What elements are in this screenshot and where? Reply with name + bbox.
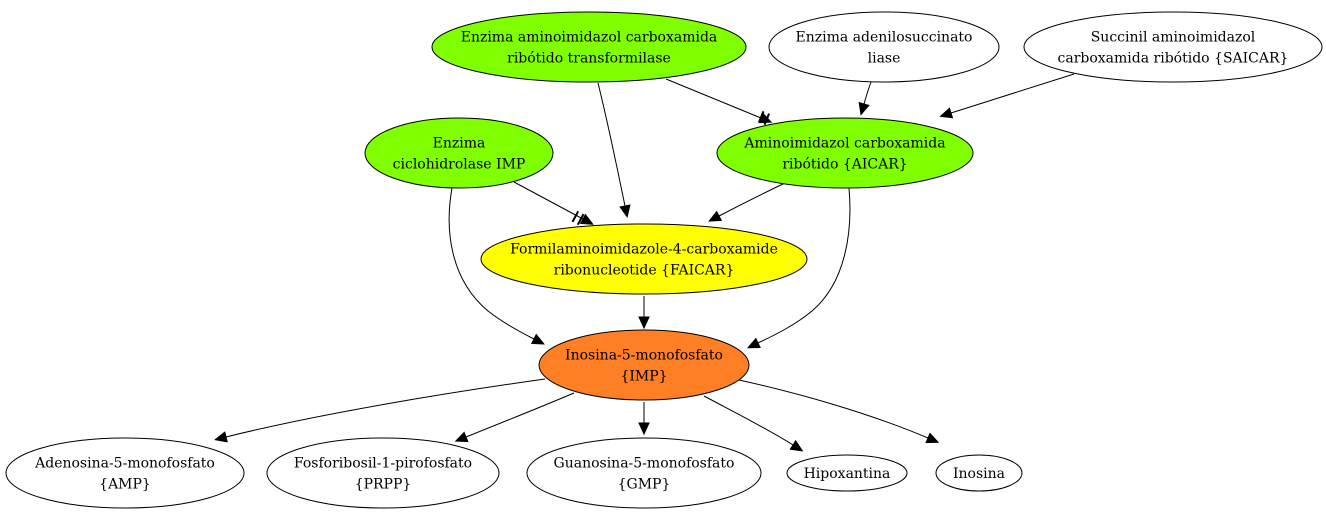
node-prpp: Fosforibosil-1-pirofosfato {PRPP} xyxy=(266,437,500,509)
edge-line xyxy=(863,81,872,105)
node-label: ribonucleotide {FAICAR} xyxy=(554,263,735,279)
node-shape xyxy=(266,437,500,509)
nodes-layer: Enzima aminoimidazol carboxamida ribótido… xyxy=(5,11,1323,509)
edge-imp-to-prpp xyxy=(454,392,575,443)
node-label: ciclohidrolase IMP xyxy=(393,157,526,173)
node-shape xyxy=(431,11,747,83)
node-label: Formilaminoimidazole-4-carboxamide xyxy=(510,242,778,258)
arrowhead xyxy=(858,101,870,116)
node-label: ribótido {AICAR} xyxy=(782,157,907,173)
arrowhead xyxy=(746,337,761,349)
arrowhead xyxy=(789,439,804,452)
node-label: Inosina-5-monofosfato xyxy=(565,348,723,364)
node-gmp: Guanosina-5-monofosfato {GMP} xyxy=(526,437,762,509)
edge-ciclohidrolase-to-faicar xyxy=(513,181,594,226)
arrowhead xyxy=(638,316,650,330)
edge-line xyxy=(738,379,929,439)
node-shape xyxy=(364,117,554,189)
edge-line xyxy=(703,395,794,446)
arrowhead xyxy=(579,213,594,225)
inhibition-mark xyxy=(758,110,765,123)
node-label: {AMP} xyxy=(99,477,151,493)
node-label: {GMP} xyxy=(618,477,671,493)
node-transformilase: Enzima aminoimidazol carboxamida ribótido… xyxy=(431,11,747,83)
node-inosina: Inosina xyxy=(935,454,1023,492)
edge-line xyxy=(597,82,626,207)
node-shape xyxy=(768,11,1000,83)
node-label: Enzima xyxy=(433,136,486,152)
inhibition-mark xyxy=(576,213,585,226)
arrowhead xyxy=(619,204,631,218)
edge-transformilase-to-aicar xyxy=(665,78,773,126)
arrowhead xyxy=(454,431,469,443)
arrowhead xyxy=(708,210,723,222)
edge-line xyxy=(513,181,584,220)
edges-layer xyxy=(214,73,1075,452)
node-shape xyxy=(935,454,1023,492)
node-label: Succinil aminoimidazol xyxy=(1091,30,1256,46)
node-amp: Adenosina-5-monofosfato {AMP} xyxy=(5,437,245,509)
arrowhead xyxy=(638,422,650,436)
inhibition-mark xyxy=(763,113,770,126)
edge-line xyxy=(665,78,762,119)
node-label: Adenosina-5-monofosfato xyxy=(34,456,215,472)
node-shape xyxy=(538,329,750,401)
arrowhead xyxy=(530,333,545,345)
node-hipoxantina: Hipoxantina xyxy=(786,454,908,492)
node-saicar: Succinil aminoimidazol carboxamida ribóti… xyxy=(1023,11,1323,83)
node-label: Inosina xyxy=(953,466,1005,482)
edge-faicar-to-imp xyxy=(638,296,650,330)
edge-line xyxy=(465,392,575,438)
node-label: Aminoimidazol carboxamida xyxy=(743,136,945,152)
edge-imp-to-hipoxantina xyxy=(703,395,804,452)
node-label: liase xyxy=(868,51,901,67)
node-shape xyxy=(526,437,762,509)
node-shape xyxy=(1023,11,1323,83)
node-ciclohidrolase: Enzima ciclohidrolase IMP xyxy=(364,117,554,189)
edge-adenilosuccinato-to-aicar xyxy=(858,81,872,116)
edge-line xyxy=(448,187,535,340)
node-label: ribótido transformilase xyxy=(507,51,671,67)
node-label: Enzima aminoimidazol carboxamida xyxy=(461,30,718,46)
edge-transformilase-to-faicar xyxy=(597,82,631,218)
node-shape xyxy=(5,437,245,509)
edge-imp-to-amp xyxy=(214,378,546,443)
node-label: Hipoxantina xyxy=(804,466,891,482)
edge-aicar-to-faicar xyxy=(708,182,786,222)
node-aicar: Aminoimidazol carboxamida ribótido {AICAR… xyxy=(716,117,974,189)
edge-line xyxy=(757,187,851,344)
node-imp: Inosina-5-monofosfato {IMP} xyxy=(538,329,750,401)
node-shape xyxy=(716,117,974,189)
edge-line xyxy=(950,73,1075,114)
node-faicar: Formilaminoimidazole-4-carboxamide ribonu… xyxy=(480,223,808,295)
node-shape xyxy=(480,223,808,295)
edge-ciclohidrolase-to-imp xyxy=(448,187,545,345)
arrowhead xyxy=(939,107,954,119)
node-label: Fosforibosil-1-pirofosfato xyxy=(294,456,472,472)
edge-aicar-to-imp xyxy=(746,187,851,349)
arrowhead xyxy=(925,432,940,444)
edge-line xyxy=(225,378,546,438)
node-shape xyxy=(786,454,908,492)
inhibition-mark xyxy=(571,210,580,223)
arrowhead xyxy=(214,431,228,443)
edge-imp-to-gmp xyxy=(638,402,650,436)
edge-saicar-to-aicar xyxy=(939,73,1075,119)
node-label: {PRPP} xyxy=(355,477,412,493)
node-label: Enzima adenilosuccinato xyxy=(796,30,973,46)
node-label: carboxamida ribótido {SAICAR} xyxy=(1058,51,1289,67)
node-label: {IMP} xyxy=(620,369,667,385)
edge-imp-to-inosina xyxy=(738,379,940,444)
node-adenilosuccinato: Enzima adenilosuccinato liase xyxy=(768,11,1000,83)
edge-line xyxy=(718,182,786,217)
node-label: Guanosina-5-monofosfato xyxy=(554,456,735,472)
